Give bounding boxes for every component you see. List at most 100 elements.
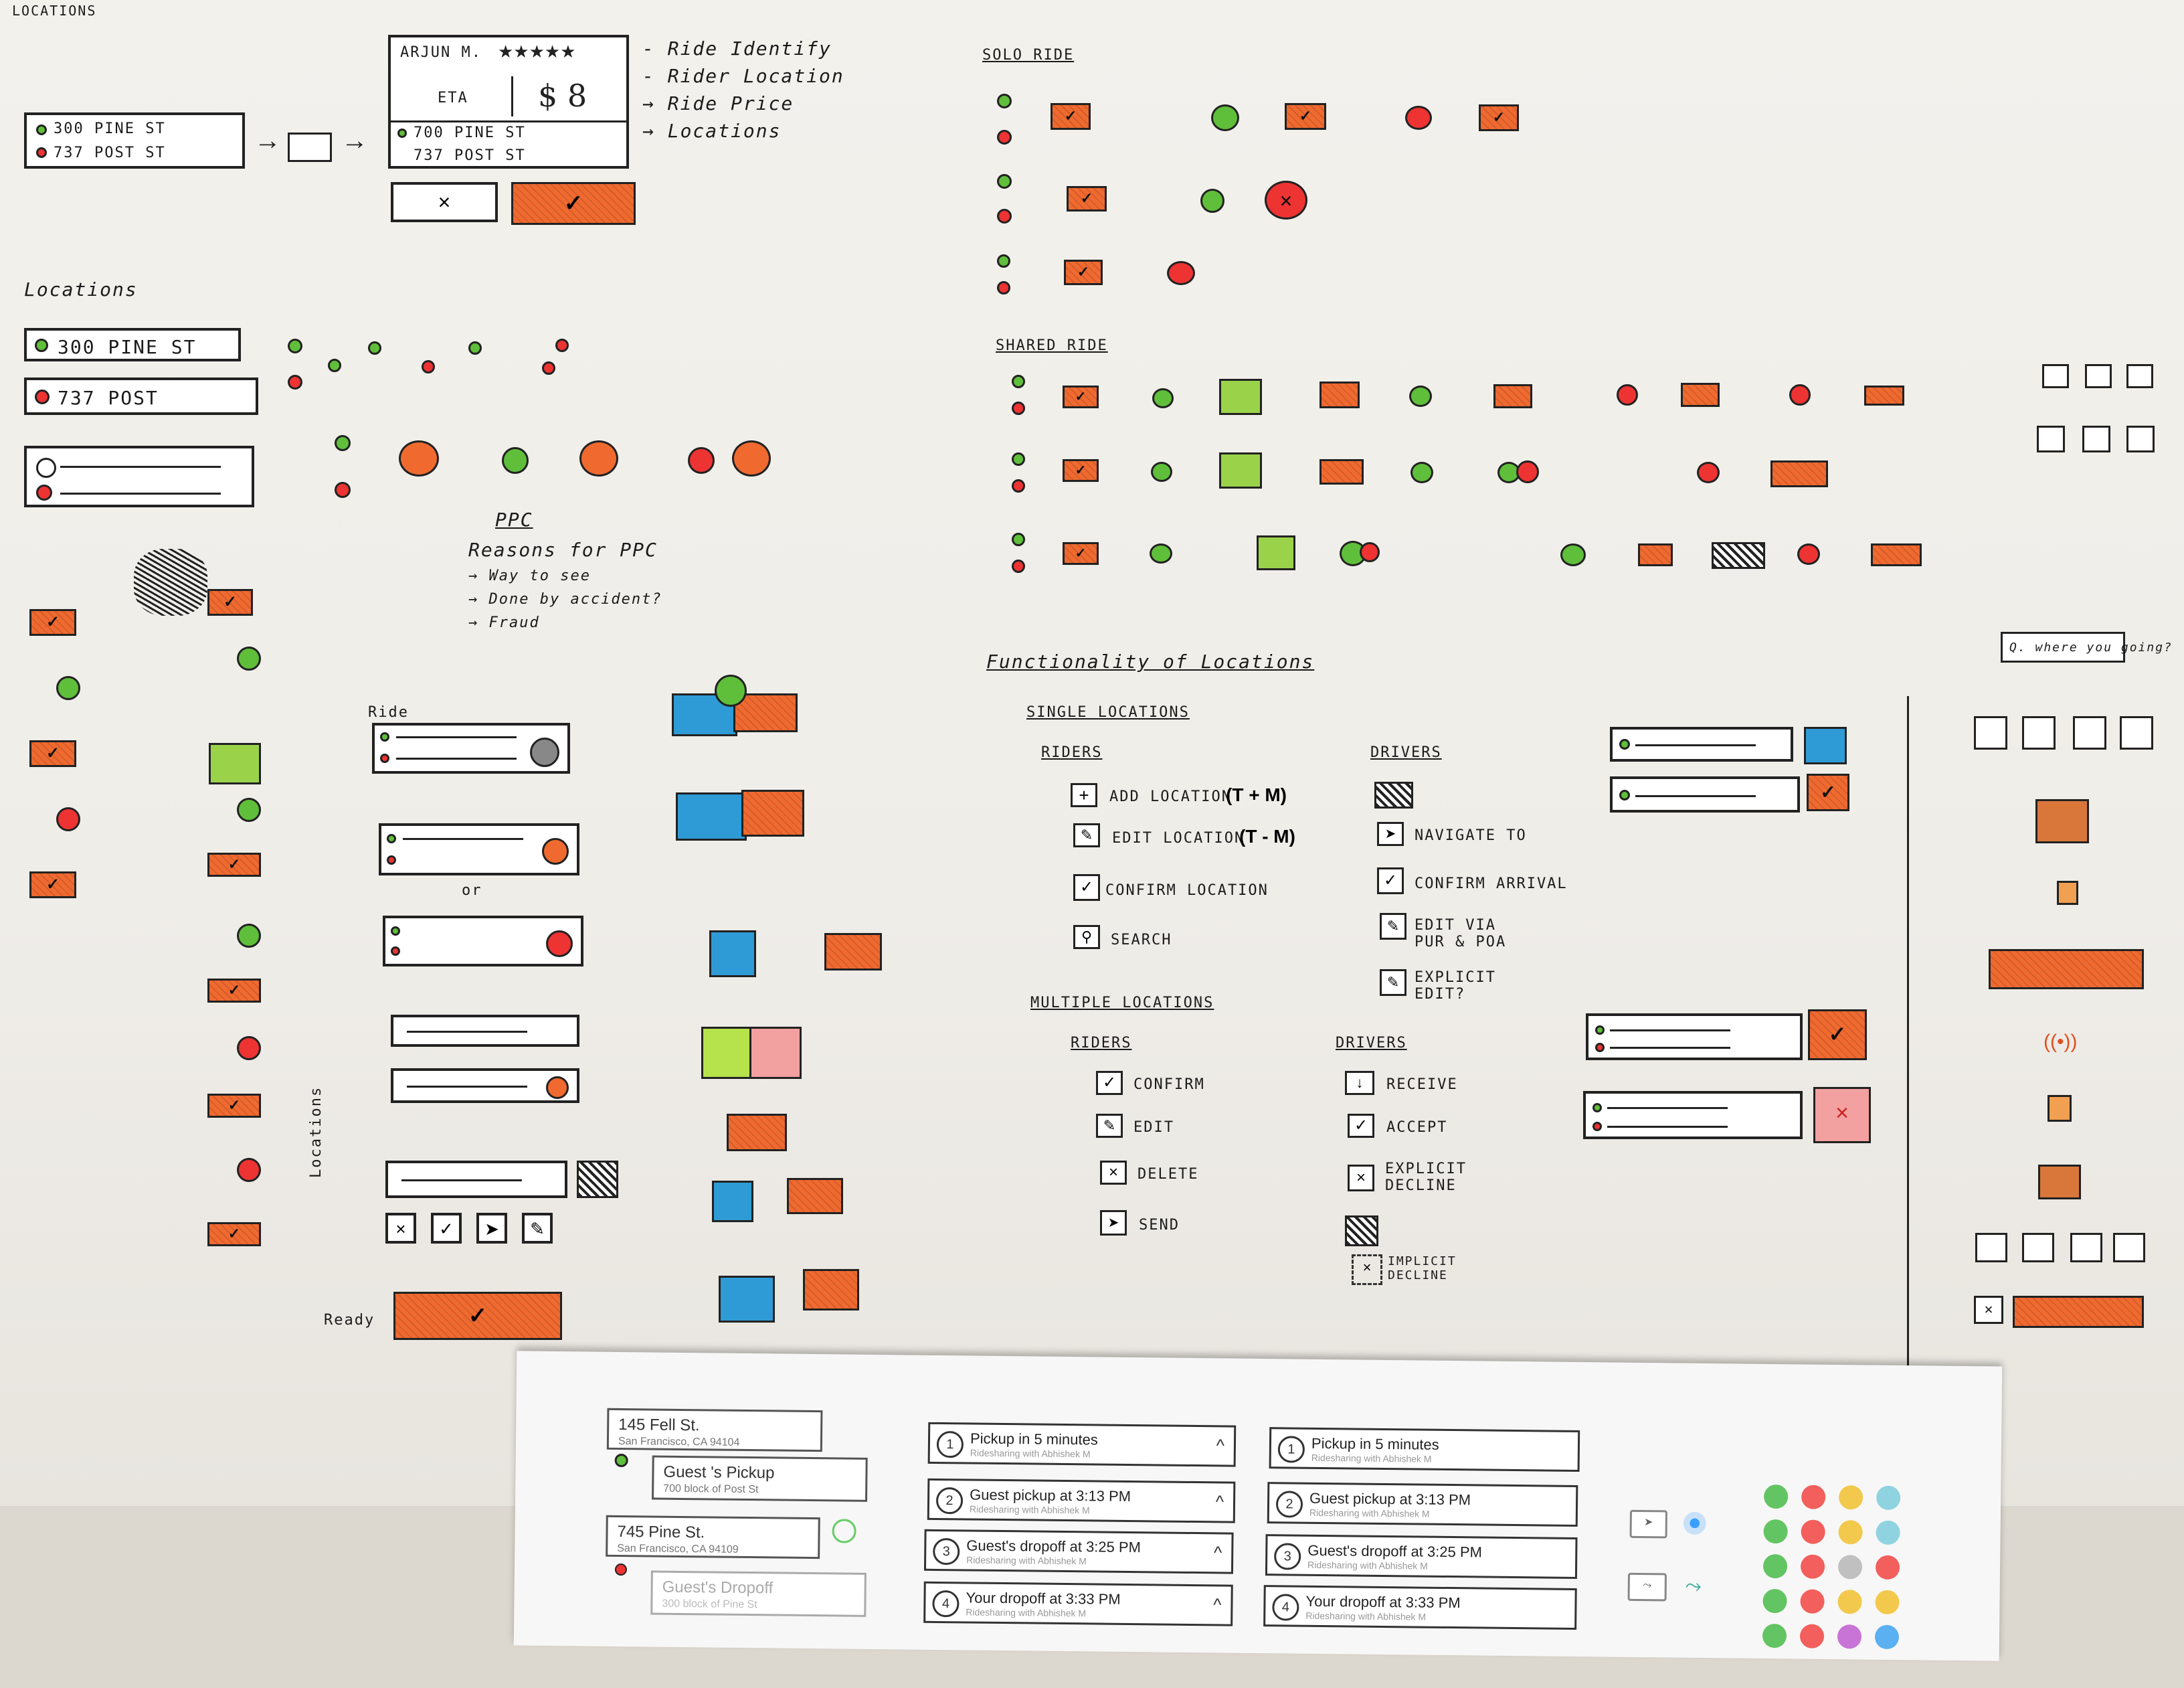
trip-step[interactable]: 4 Your dropoff at 3:33 PM Ridesharing wi… <box>923 1581 1233 1626</box>
close-icon[interactable]: × <box>1974 1296 2003 1324</box>
receive-icon: ↓ <box>1345 1071 1374 1095</box>
pickup-dot <box>997 174 1012 189</box>
placeholder-line <box>1607 1107 1728 1109</box>
check-icon: ✓ <box>1377 867 1404 894</box>
location-card[interactable]: 745 Pine St. San Francisco, CA 94109 <box>606 1515 820 1559</box>
pickup-dot <box>35 339 48 352</box>
page-title: LOCATIONS <box>12 3 97 19</box>
ready-button[interactable]: ✓ <box>393 1292 562 1340</box>
confirm-tile <box>733 693 798 732</box>
clock-icon <box>2022 1233 2054 1262</box>
hatched-icon <box>1345 1215 1378 1246</box>
route-dot <box>422 360 435 373</box>
palette-swatch <box>1800 1589 1825 1614</box>
ride-price: $ 8 <box>538 78 587 114</box>
star-icon <box>2126 364 2153 388</box>
search-icon: ⚲ <box>1073 925 1100 949</box>
function-label: EDIT VIA PUR & POA <box>1415 917 1507 950</box>
cancel-button[interactable]: × <box>391 182 498 222</box>
delete-icon[interactable]: × <box>385 1213 416 1244</box>
trip-step[interactable]: 1 Pickup in 5 minutes Ridesharing with A… <box>927 1422 1237 1467</box>
location-subtitle: 300 block of Pine St <box>662 1598 757 1611</box>
ride-location-card[interactable] <box>379 823 579 875</box>
navigate-tile[interactable] <box>1804 727 1847 764</box>
confirm-tile[interactable] <box>1808 1009 1867 1060</box>
ride-location-card[interactable] <box>383 916 583 966</box>
section-label: Locations <box>24 278 138 301</box>
trip-step[interactable]: 4 Your dropoff at 3:33 PM Ridesharing wi… <box>1263 1585 1577 1630</box>
chevron-up-icon[interactable]: ^ <box>1215 1491 1224 1512</box>
money-icon <box>2037 426 2065 452</box>
navigate-icon[interactable]: ➤ <box>1629 1509 1667 1539</box>
drivers-label: DRIVERS <box>1336 1035 1407 1051</box>
hatched-button[interactable] <box>577 1161 618 1198</box>
pickup-marker-icon <box>502 447 529 474</box>
chevron-up-icon[interactable]: ^ <box>1213 1542 1222 1563</box>
location-card[interactable]: Guest's Dropoff 300 block of Pine St <box>650 1570 867 1617</box>
placeholder-line <box>60 466 221 468</box>
location-input[interactable] <box>385 1161 567 1198</box>
pickup-marker-icon <box>1410 462 1433 483</box>
check-icon[interactable]: ✓ <box>431 1213 462 1244</box>
location-input[interactable] <box>1610 727 1793 762</box>
confirm-badge-icon <box>542 838 569 865</box>
confirm-tile[interactable] <box>1807 774 1849 811</box>
edit-icon[interactable]: ✎ <box>522 1213 553 1244</box>
multi-location-card[interactable] <box>1586 1013 1803 1060</box>
confirm-step <box>1063 386 1099 408</box>
dropoff-marker-icon <box>1617 384 1638 406</box>
multi-location-card[interactable] <box>1583 1091 1803 1139</box>
placeholder-line <box>401 1179 522 1181</box>
navigate-icon[interactable]: ➤ <box>476 1213 507 1244</box>
pickup-tile <box>1320 459 1364 485</box>
ride-location-card[interactable] <box>372 723 570 774</box>
trip-step[interactable]: 3 Guest's dropoff at 3:25 PM Ridesharing… <box>923 1529 1234 1574</box>
location-subtitle: San Francisco, CA 94109 <box>617 1542 739 1555</box>
route-icon[interactable]: ⤳ <box>1627 1572 1667 1602</box>
placeholder-line <box>403 838 523 840</box>
money-icon <box>2070 1233 2102 1262</box>
location-input[interactable] <box>1610 776 1800 813</box>
placeholder-line <box>1635 744 1756 746</box>
divider <box>391 120 626 122</box>
chevron-up-icon[interactable]: ^ <box>1216 1435 1225 1456</box>
decline-tile[interactable]: × <box>1813 1087 1871 1143</box>
location-empty-card[interactable] <box>24 446 254 507</box>
wide-confirm-button[interactable] <box>2013 1296 2144 1328</box>
confirm-step <box>207 1094 261 1118</box>
wide-confirm-button[interactable] <box>1989 949 2144 989</box>
pickup-dot <box>1592 1103 1602 1112</box>
step-title: Guest's dropoff at 3:25 PM <box>1307 1541 1483 1561</box>
dropoff-dot <box>997 281 1010 294</box>
step-subtitle: Ridesharing with Abhishek M <box>969 1503 1090 1516</box>
ppc-title: PPC <box>495 509 533 531</box>
ready-label: Ready <box>324 1312 375 1329</box>
heart-icon <box>2126 426 2155 452</box>
confirm-step <box>29 740 76 767</box>
function-label: NAVIGATE TO <box>1415 827 1527 844</box>
pickup-dot <box>36 124 47 135</box>
dropoff-marker-icon <box>1360 542 1380 562</box>
location-card[interactable]: Guest 's Pickup 700 block of Post St <box>652 1455 868 1502</box>
request-card: 300 PINE ST 737 POST ST <box>24 112 245 169</box>
location-dropoff-field[interactable]: 737 POST <box>24 377 258 415</box>
trip-step[interactable]: 2 Guest pickup at 3:13 PM Ridesharing wi… <box>1267 1482 1578 1527</box>
navigate-card[interactable] <box>391 1015 579 1047</box>
placeholder-line <box>407 1031 527 1033</box>
pickup-marker-icon <box>1150 543 1172 564</box>
pickup-marker-icon <box>1211 104 1239 131</box>
pickup-marker-icon <box>1151 462 1172 482</box>
trip-step[interactable]: 2 Guest pickup at 3:13 PM Ridesharing wi… <box>927 1478 1236 1523</box>
chevron-up-icon[interactable]: ^ <box>1213 1594 1222 1615</box>
function-token: (T - M) <box>1239 826 1295 847</box>
note: - Rider Location <box>642 65 844 87</box>
location-pickup-field[interactable]: 300 PINE ST <box>24 328 241 361</box>
location-card[interactable]: 145 Fell St. San Francisco, CA 94104 <box>606 1408 823 1452</box>
function-label: EDIT <box>1133 1119 1174 1136</box>
trip-step[interactable]: 1 Pickup in 5 minutes Ridesharing with A… <box>1269 1427 1580 1472</box>
confirm-button[interactable]: ✓ <box>511 182 636 225</box>
check-icon: ✓ <box>1096 1071 1123 1095</box>
confirm-card[interactable] <box>391 1068 579 1103</box>
check-icon: ✓ <box>1073 874 1100 901</box>
trip-step[interactable]: 3 Guest's dropoff at 3:25 PM Ridesharing… <box>1265 1534 1578 1579</box>
